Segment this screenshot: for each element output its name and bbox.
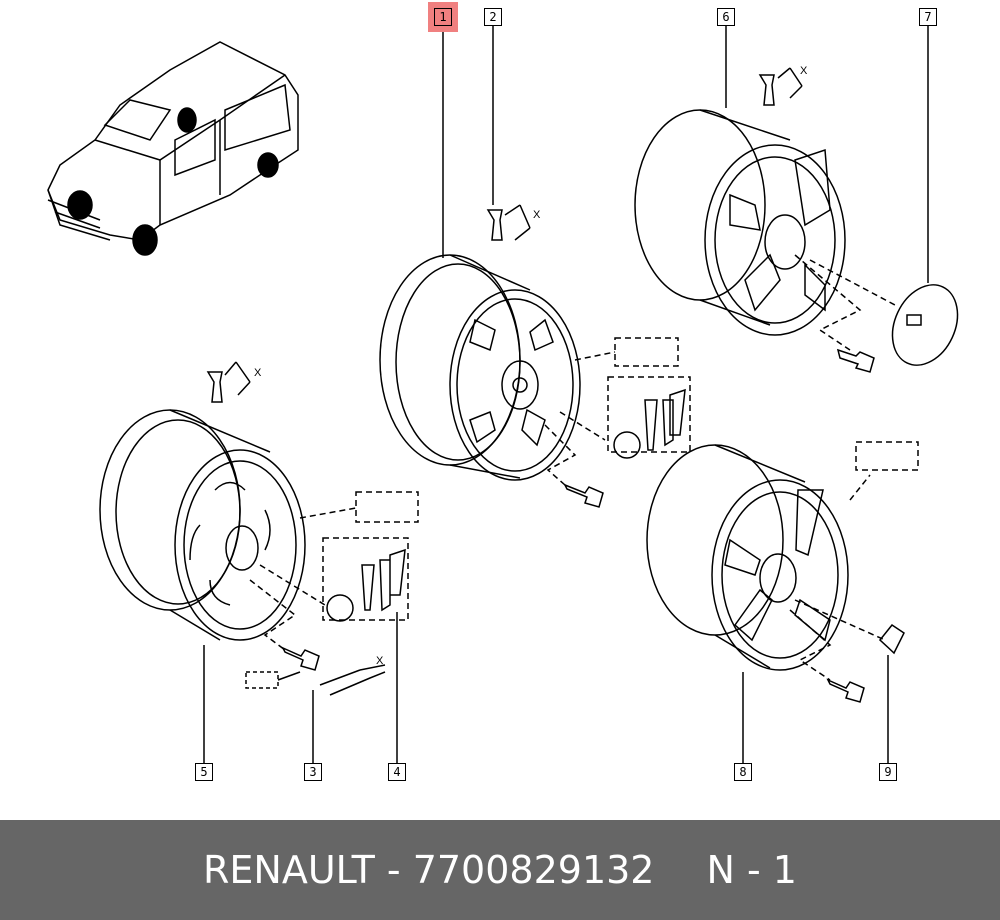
bolt-6 (836, 348, 875, 373)
wheel-8-alloy (646, 444, 849, 671)
position-code: N - 1 (706, 848, 797, 892)
trim-pieces-1 (644, 388, 686, 451)
callout-4[interactable]: 4 (388, 763, 406, 781)
bolt-8 (826, 678, 865, 703)
valve-2: X (486, 204, 541, 241)
vehicle-illustration (47, 41, 299, 256)
svg-text:X: X (533, 209, 541, 221)
callout-1[interactable]: 1 (428, 2, 458, 32)
callout-3[interactable]: 3 (304, 763, 322, 781)
brand-name: RENAULT (203, 848, 375, 892)
part-number: 7700829132 (412, 848, 655, 892)
callout-leaders (203, 26, 929, 763)
trim-pieces-5 (361, 548, 406, 612)
dashed-box-8 (855, 441, 919, 471)
svg-text:X: X (800, 65, 808, 77)
callout-5[interactable]: 5 (195, 763, 213, 781)
separator: - (374, 848, 413, 892)
wheel-6-alloy: X (634, 65, 846, 336)
center-cap-9 (878, 623, 905, 655)
callout-2[interactable]: 2 (484, 8, 502, 26)
leaders-5 (249, 507, 357, 651)
dimension-3 (319, 664, 386, 696)
bolt-1 (563, 483, 604, 508)
callout-6[interactable]: 6 (717, 8, 735, 26)
center-cap-1 (613, 431, 641, 459)
callout-7[interactable]: 7 (919, 8, 937, 26)
leaders-6 (794, 254, 896, 351)
arrow-3 (277, 671, 301, 681)
callout-9[interactable]: 9 (879, 763, 897, 781)
center-cap-7 (891, 284, 959, 366)
dashed-box-1 (614, 337, 679, 367)
bolt-3 (281, 646, 320, 671)
leaders-1 (544, 351, 616, 486)
svg-text:X: X (254, 367, 262, 379)
callout-8[interactable]: 8 (734, 763, 752, 781)
dimension-label-3: X (376, 655, 384, 667)
wheel-5-steel-wheel: X (99, 361, 306, 641)
wheel-parts-diagram: X X X X (47, 26, 959, 763)
kit-box-1 (607, 376, 691, 453)
dashed-box-3 (245, 671, 279, 689)
wheel-1-steel-wheel (379, 254, 581, 481)
leaders-8 (789, 474, 886, 681)
dashed-box-5 (355, 491, 419, 523)
kit-box-5 (322, 537, 409, 621)
part-footer: RENAULT - 7700829132 N - 1 (0, 820, 1000, 920)
center-cap-5 (326, 594, 354, 622)
